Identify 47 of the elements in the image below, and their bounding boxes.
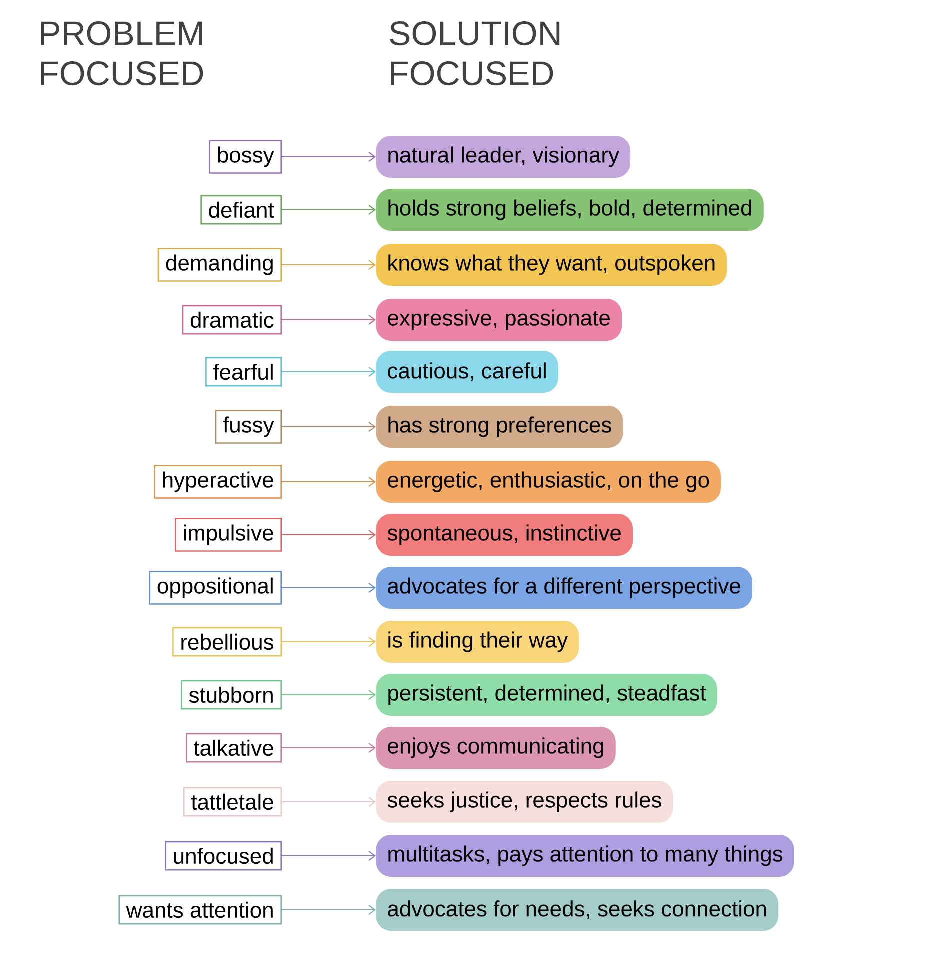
highlight-pill: multitasks, pays attention to many things: [376, 835, 794, 877]
highlight-pill: knows what they want, outspoken: [376, 244, 728, 286]
word-box: demanding: [158, 248, 282, 282]
highlight-pill: enjoys communicating: [376, 727, 616, 769]
word-box: tattletale: [184, 787, 282, 817]
column-heading: PROBLEM FOCUSED: [41, 22, 204, 86]
highlight-pill: cautious, careful: [376, 351, 558, 393]
arrow: [282, 583, 376, 593]
word-box: oppositional: [149, 571, 282, 605]
word-box: impulsive: [175, 518, 282, 552]
arrow: [282, 851, 376, 861]
arrow: [282, 315, 376, 325]
word-box: unfocused: [165, 841, 282, 871]
word-box: rebellious: [172, 627, 282, 657]
arrow: [282, 690, 376, 700]
highlight-pill: persistent, determined, steadfast: [376, 674, 718, 716]
highlight-pill: energetic, enthusiastic, on the go: [376, 461, 722, 503]
arrow: [282, 637, 376, 647]
arrow: [282, 743, 376, 753]
word-box: defiant: [200, 195, 282, 225]
highlight-pill: advocates for needs, seeks connection: [376, 889, 779, 931]
word-box: stubborn: [181, 680, 282, 710]
arrow: [282, 152, 376, 162]
word-box: fearful: [206, 357, 282, 387]
highlight-pill: has strong preferences: [376, 406, 624, 448]
highlight-pill: spontaneous, instinctive: [376, 514, 634, 556]
highlight-pill: holds strong beliefs, bold, determined: [376, 189, 764, 231]
arrow: [282, 367, 376, 377]
arrow: [282, 797, 376, 807]
word-box: bossy: [209, 140, 282, 174]
word-box: wants attention: [118, 895, 282, 925]
arrow: [282, 477, 376, 487]
word-box: fussy: [215, 410, 282, 444]
arrow: [282, 530, 376, 540]
word-box: talkative: [186, 733, 282, 763]
highlight-pill: natural leader, visionary: [376, 136, 631, 178]
highlight-pill: expressive, passionate: [376, 299, 622, 341]
highlight-pill: advocates for a different perspective: [376, 567, 752, 609]
arrow: [282, 422, 376, 432]
arrow: [282, 205, 376, 215]
word-box: hyperactive: [154, 465, 282, 499]
highlight-pill: is finding their way: [376, 621, 580, 663]
column-heading: SOLUTION FOCUSED: [390, 22, 560, 86]
arrow: [282, 260, 376, 270]
word-box: dramatic: [182, 305, 282, 335]
arrow: [282, 905, 376, 915]
highlight-pill: seeks justice, respects rules: [376, 781, 674, 823]
